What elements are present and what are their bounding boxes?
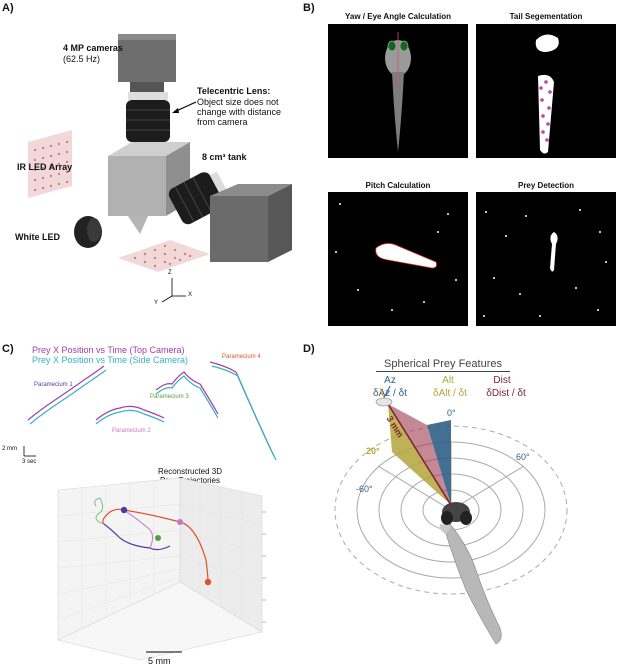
cameras-rate: (62.5 Hz) — [63, 54, 101, 64]
legend-top-camera: Prey X Position vs Time (Top Camera) — [32, 345, 185, 355]
scale-3d-label: 5 mm — [148, 656, 171, 666]
scale-x-label: 3 sec — [22, 459, 37, 465]
panel-d-label: D) — [303, 343, 315, 355]
altitude-label: 20° — [366, 446, 380, 456]
feature-az-rate: δAz / δt — [373, 388, 407, 399]
scale-y-label: 2 mm — [2, 446, 17, 452]
prey-title: Prey Detection — [517, 181, 575, 190]
spherical-features-title: Spherical Prey Features — [376, 358, 510, 372]
lens-desc-3: from camera — [197, 117, 248, 127]
paramecium-2-label: Paramecium 2 — [112, 428, 151, 434]
panel-a-label: A) — [2, 2, 14, 14]
pitch-image — [328, 192, 468, 326]
azimuth-pos-label: 60° — [516, 452, 530, 462]
feature-dist-rate: δDist / δt — [486, 388, 526, 399]
feature-dist: Dist — [493, 375, 511, 386]
azimuth-zero-label: 0° — [447, 408, 456, 418]
white-led-label: White LED — [15, 232, 60, 242]
tail-image — [476, 24, 616, 158]
lens-title: Telecentric Lens: — [197, 86, 271, 96]
cameras-title: 4 MP cameras — [63, 43, 123, 53]
axis-x-label: X — [188, 292, 193, 298]
panel-b-label: B) — [303, 2, 315, 14]
yaw-image — [328, 24, 468, 158]
tail-title: Tail Segementation — [509, 12, 583, 21]
yaw-title: Yaw / Eye Angle Calculation — [345, 12, 451, 21]
feature-alt: Alt — [442, 375, 454, 386]
lens-desc-2: change with distance — [197, 107, 282, 117]
prey-image — [476, 192, 616, 326]
azimuth-neg-label: -60° — [356, 484, 373, 494]
lens-desc-1: Object size does not — [197, 97, 279, 107]
feature-alt-rate: δAlt / δt — [433, 388, 467, 399]
rig-illustration — [28, 34, 292, 303]
panel-c-label: C) — [2, 343, 14, 355]
reconstructed-title-line1: Reconstructed 3D — [157, 467, 223, 476]
pitch-title: Pitch Calculation — [365, 181, 431, 190]
tank-label: 8 cm³ tank — [202, 152, 247, 162]
prey-x-position-plot — [23, 361, 277, 461]
paramecium-4-label: Paramecium 4 — [222, 354, 261, 360]
legend-side-camera: Prey X Position vs Time (Side Camera) — [32, 355, 189, 365]
axis-y-label: Y — [154, 300, 159, 306]
paramecium-1-label: Paramecium 1 — [34, 382, 73, 388]
paramecium-3-label: Paramecium 3 — [150, 394, 189, 400]
ir-array-label: IR LED Array — [17, 162, 73, 172]
reconstructed-3d-plot — [57, 477, 266, 661]
feature-az: Az — [384, 375, 396, 386]
axis-z-label: Z — [168, 270, 172, 276]
